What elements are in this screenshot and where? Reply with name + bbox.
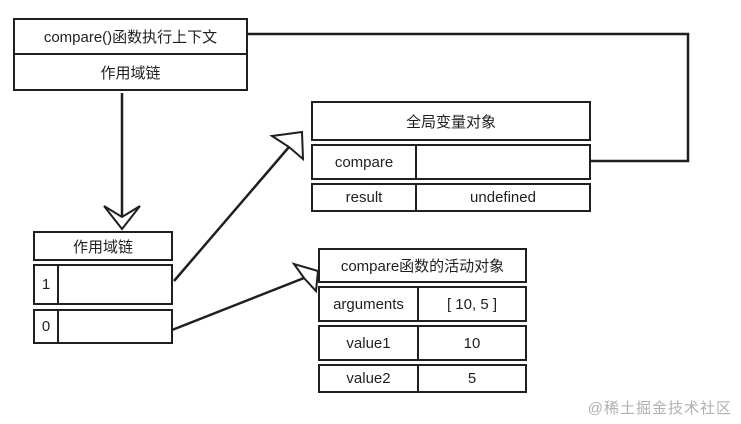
scope-chain-title: 作用域链 — [33, 231, 173, 261]
activation-row-value: 10 — [463, 334, 481, 352]
global-row-value — [417, 146, 589, 178]
scope-row-value — [59, 266, 171, 303]
table-row: value1 10 — [318, 325, 527, 361]
table-row: 0 — [33, 309, 173, 344]
arrow-scope0-to-activation — [171, 262, 320, 332]
watermark-text: @稀土掘金技术社区 — [587, 400, 732, 417]
execution-context-box: compare()函数执行上下文 作用域链 — [13, 18, 248, 91]
activation-table-title: compare函数的活动对象 — [318, 248, 527, 283]
activation-object-table: compare函数的活动对象 arguments [ 10, 5 ] value… — [318, 248, 527, 393]
scope-row-value — [59, 311, 171, 342]
global-row-value: undefined — [470, 189, 536, 206]
activation-row-value: [ 10, 5 ] — [446, 295, 498, 313]
global-row-key: compare — [313, 146, 417, 178]
global-table-title: 全局变量对象 — [311, 101, 591, 141]
execution-context-title: compare()函数执行上下文 — [15, 20, 246, 55]
arrowhead-upright-icon — [269, 130, 305, 162]
execution-context-scope-row: 作用域链 — [100, 64, 161, 82]
table-row: compare — [311, 144, 591, 180]
global-object-table: 全局变量对象 compare result undefined — [311, 101, 591, 212]
activation-row-key: value2 — [320, 366, 419, 391]
arrowhead-upright2-icon — [291, 262, 320, 294]
scope-row-index: 0 — [35, 311, 59, 342]
global-row-key: result — [313, 185, 417, 210]
table-row: result undefined — [311, 183, 591, 212]
arrow-context-to-scope-chain — [103, 93, 141, 231]
arrowhead-down-icon — [103, 205, 141, 231]
scope-chain-box: 作用域链 1 0 — [33, 231, 173, 344]
activation-row-key: value1 — [320, 327, 419, 359]
activation-row-key: arguments — [320, 288, 419, 320]
table-row: 1 — [33, 264, 173, 305]
table-row: value2 5 — [318, 364, 527, 393]
scope-row-index: 1 — [35, 266, 59, 303]
activation-row-value: 5 — [467, 370, 477, 387]
arrow-scope1-to-global — [173, 130, 305, 282]
table-row: arguments [ 10, 5 ] — [318, 286, 527, 322]
